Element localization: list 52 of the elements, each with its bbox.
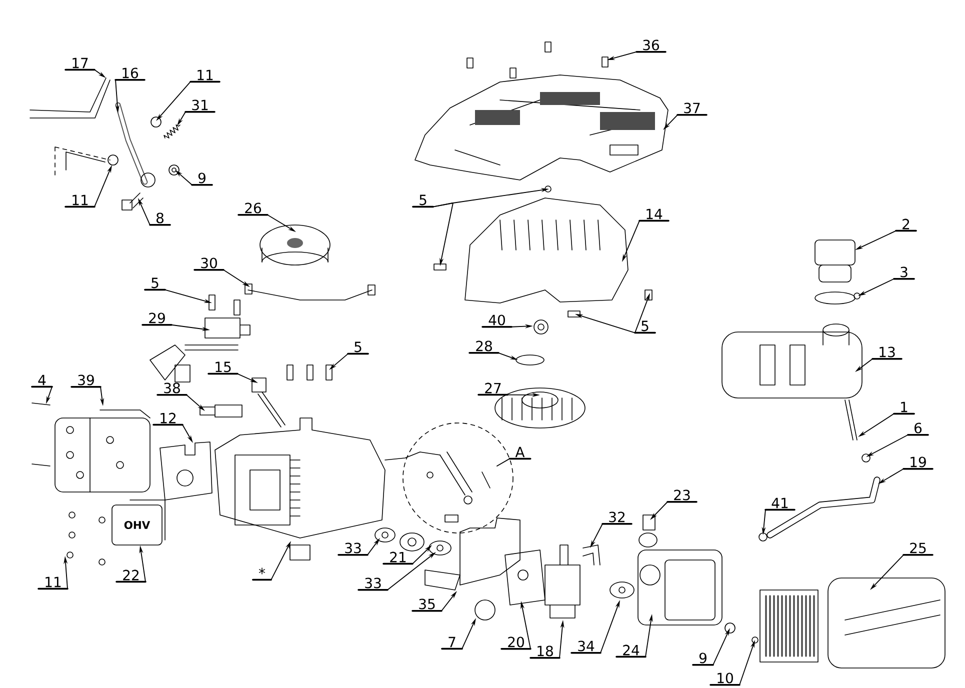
callout-number: 19 — [902, 456, 934, 470]
callout-number: 34 — [570, 640, 602, 654]
callout-number: 5 — [412, 194, 434, 208]
callout-number: * — [252, 568, 272, 581]
callout-number: 5 — [634, 320, 656, 334]
callout-number: 5 — [347, 342, 369, 355]
callout-number: 1 — [893, 402, 915, 415]
callout-number: 23 — [666, 490, 698, 503]
leader-line — [496, 458, 510, 466]
callout-number: 14 — [638, 208, 670, 222]
callout-number: 29 — [142, 312, 172, 326]
callout-number: 35 — [412, 598, 442, 612]
callout-number: 37 — [676, 102, 708, 116]
callout-number: 32 — [602, 512, 632, 525]
callout-number: 2 — [895, 218, 917, 232]
callout-number: 33 — [338, 542, 368, 556]
callout-number: A — [508, 446, 532, 460]
callout-number: 24 — [616, 644, 646, 658]
callout-number: 15 — [208, 362, 238, 375]
callout-number: 3 — [893, 266, 915, 280]
callout-number: 9 — [191, 172, 213, 186]
callout-number: 27 — [478, 382, 508, 396]
callout-number: 12 — [152, 412, 184, 426]
callout-number: 40 — [482, 314, 512, 328]
callout-number: 5 — [144, 278, 166, 291]
callout-number: 22 — [116, 570, 146, 583]
callout-number: 11 — [64, 194, 96, 208]
callout-number: 10 — [710, 672, 740, 686]
callout-number: 39 — [70, 374, 102, 388]
callout-number: 41 — [764, 498, 796, 511]
callout-number: 9 — [692, 652, 714, 666]
callout-number: 6 — [907, 422, 929, 436]
callout-number: 16 — [114, 68, 146, 81]
callout-number: 17 — [64, 58, 96, 71]
callout-number: 18 — [530, 646, 560, 659]
callout-number: 33 — [358, 578, 388, 591]
callout-number: 25 — [902, 542, 934, 556]
callout-number: 28 — [468, 340, 500, 354]
callout-number: 20 — [500, 636, 532, 650]
callout-number: 26 — [238, 202, 268, 216]
callout-number: 38 — [156, 382, 188, 396]
callout-number: 4 — [31, 374, 53, 388]
callout-number: 13 — [872, 346, 902, 360]
callout-number: 30 — [194, 258, 224, 271]
callout-number: 21 — [382, 552, 414, 565]
callout-number: 11 — [38, 576, 68, 590]
callout-number: 11 — [190, 70, 220, 83]
callout-number: 31 — [184, 100, 216, 113]
valve-cover: OHV — [112, 504, 162, 546]
callout-number: 7 — [441, 636, 463, 650]
callout-number: 36 — [636, 40, 666, 53]
callout-number: 8 — [149, 212, 171, 226]
